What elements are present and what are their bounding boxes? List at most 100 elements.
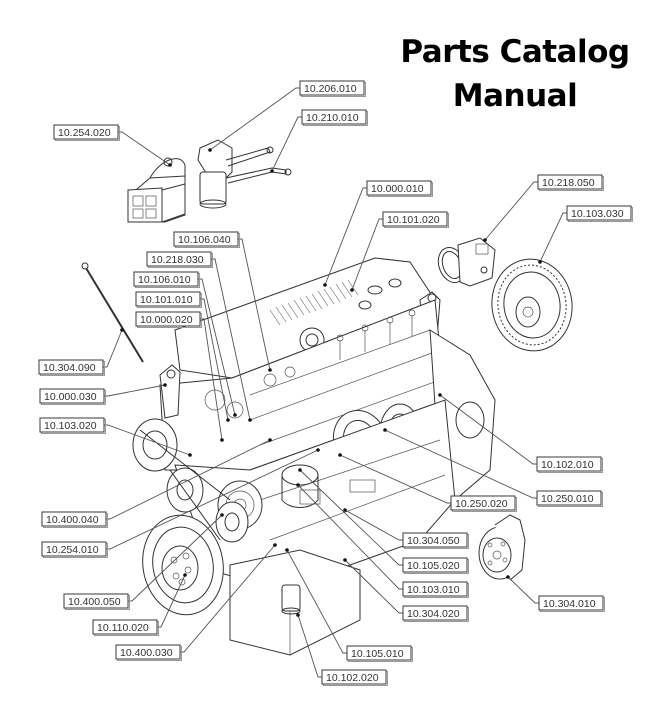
part-label[interactable]: 10.110.020 (92, 619, 159, 636)
leader-dot (188, 453, 192, 457)
leader-dot (285, 548, 289, 552)
leader-dot (220, 438, 224, 442)
label-box (135, 311, 201, 327)
label-box (382, 211, 448, 227)
leader-line (209, 87, 300, 151)
label-box (301, 109, 367, 125)
leader-line (507, 576, 539, 604)
leader-line (344, 509, 403, 541)
leader-dot (168, 163, 172, 167)
part-label[interactable]: 10.400.040 (41, 511, 108, 528)
leader-line (539, 212, 567, 263)
part-label[interactable]: 10.101.020 (382, 211, 449, 228)
part-code: 10.304.010 (543, 598, 596, 610)
part-code: 10.254.010 (46, 544, 99, 556)
flywheel-drawing (491, 258, 573, 352)
leader-line (297, 484, 403, 590)
part-label[interactable]: 10.254.010 (41, 541, 108, 558)
part-label[interactable]: 10.102.010 (536, 456, 603, 473)
leader-dot (270, 169, 274, 173)
part-code: 10.103.030 (571, 208, 624, 220)
label-box (63, 593, 129, 609)
part-code: 10.400.040 (46, 514, 99, 526)
part-label[interactable]: 10.304.090 (38, 359, 105, 376)
label-box (299, 80, 365, 96)
leader-dot (273, 543, 277, 547)
leader-dot (120, 328, 124, 332)
part-label[interactable]: 10.304.020 (402, 605, 469, 622)
part-code: 10.103.020 (44, 420, 97, 432)
label-box (39, 417, 105, 433)
part-code: 10.102.010 (541, 459, 594, 471)
leader-dot (296, 613, 300, 617)
leader-dot (296, 483, 300, 487)
leader-dot (248, 418, 252, 422)
dipstick-drawing (81, 262, 144, 363)
part-code: 10.218.030 (151, 254, 204, 266)
part-code: 10.250.010 (541, 493, 594, 505)
part-label[interactable]: 10.103.010 (402, 581, 469, 598)
label-box (53, 124, 119, 140)
label-box (402, 532, 468, 548)
part-label[interactable]: 10.400.050 (63, 593, 130, 610)
part-label[interactable]: 10.101.010 (135, 291, 202, 308)
label-box (135, 291, 201, 307)
fuel-filter-drawing (197, 139, 292, 209)
label-box (538, 595, 604, 611)
label-box (366, 180, 432, 196)
leader-dot (323, 283, 327, 287)
part-label[interactable]: 10.206.010 (299, 80, 366, 97)
leader-dot (343, 508, 347, 512)
part-code: 10.110.020 (97, 622, 149, 634)
leader-line (344, 559, 403, 614)
catalog-title-line2: Manual (452, 78, 578, 114)
part-label[interactable]: 10.105.010 (346, 645, 413, 662)
part-label[interactable]: 10.105.020 (402, 557, 469, 574)
label-box (566, 205, 632, 221)
leader-line (484, 181, 538, 241)
part-label[interactable]: 10.254.020 (53, 124, 120, 141)
part-label[interactable]: 10.103.030 (566, 205, 633, 222)
air-compressor-drawing (437, 237, 496, 287)
leader-dot (350, 288, 354, 292)
leader-dot (338, 453, 342, 457)
leader-line (286, 549, 347, 654)
label-box (536, 490, 602, 506)
part-code: 10.304.050 (407, 535, 460, 547)
part-label[interactable]: 10.102.020 (321, 669, 388, 686)
part-code: 10.102.020 (326, 672, 379, 684)
label-box (38, 359, 104, 375)
part-label[interactable]: 10.218.030 (146, 251, 213, 268)
label-box (146, 251, 212, 267)
part-code: 10.400.030 (120, 647, 173, 659)
part-label[interactable]: 10.400.030 (115, 644, 182, 661)
part-label[interactable]: 10.106.040 (173, 231, 240, 248)
part-label[interactable]: 10.210.010 (301, 109, 368, 126)
part-label[interactable]: 10.250.010 (536, 490, 603, 507)
part-label[interactable]: 10.103.020 (39, 417, 106, 434)
part-label[interactable]: 10.218.050 (537, 174, 604, 191)
part-label[interactable]: 10.304.010 (538, 595, 605, 612)
ecu-drawing (127, 157, 186, 223)
label-box (133, 271, 199, 287)
engine-block-drawing (132, 257, 496, 656)
part-code: 10.106.040 (178, 234, 231, 246)
leader-dot (183, 573, 187, 577)
part-label[interactable]: 10.304.050 (402, 532, 469, 549)
label-box (41, 541, 107, 557)
part-code: 10.206.010 (304, 83, 357, 95)
part-label[interactable]: 10.000.010 (366, 180, 433, 197)
part-label[interactable]: 10.106.010 (133, 271, 200, 288)
part-code: 10.210.010 (306, 112, 359, 124)
part-label[interactable]: 10.000.020 (135, 311, 202, 328)
leader-line (104, 384, 166, 397)
part-label[interactable]: 10.000.030 (39, 388, 106, 405)
part-label[interactable]: 10.250.020 (450, 495, 517, 512)
part-code: 10.400.050 (68, 596, 121, 608)
label-box (402, 605, 468, 621)
part-code: 10.101.010 (140, 294, 193, 306)
catalog-title-line1: Parts Catalog (400, 34, 630, 70)
part-code: 10.103.010 (407, 584, 460, 596)
leader-dot (208, 148, 212, 152)
